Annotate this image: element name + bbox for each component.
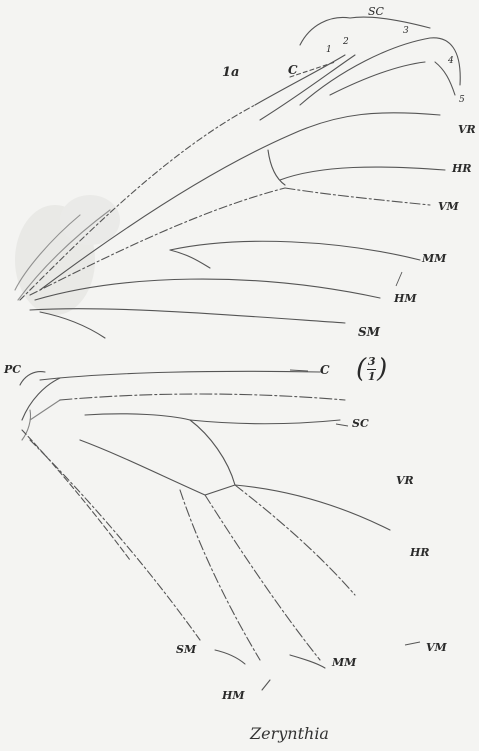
hind-vr-label: VR — [396, 475, 414, 486]
hind-hm-vein — [180, 490, 260, 660]
hind-pc-vein — [22, 378, 60, 420]
fore-sm-label: SM — [358, 326, 380, 338]
fore-sc3-label: 3 — [403, 27, 409, 36]
hind-sc-vein — [60, 394, 345, 400]
fore-anal-vein — [40, 312, 105, 338]
label-leaders — [290, 272, 420, 645]
fore-sc1-label: 1 — [326, 46, 332, 55]
hind-base-lines — [22, 400, 60, 440]
fore-discal-vein — [268, 150, 285, 185]
base-smudge — [15, 195, 120, 315]
fore-sc4-label: 4 — [448, 57, 454, 66]
fore-mm-label: MM — [422, 253, 446, 264]
fore-sc5-label: 5 — [459, 96, 465, 105]
hind-vr-vein — [190, 420, 340, 424]
scale-left-paren: ( — [356, 356, 366, 382]
hind-wing-veins — [20, 371, 390, 690]
hind-vm-vein — [235, 485, 355, 595]
hind-hr-vein — [235, 485, 390, 530]
fore-mm-link — [170, 250, 210, 268]
fore-sc-vein-4 — [330, 62, 425, 95]
hind-cell-upper — [85, 414, 190, 420]
scale-right-paren: ) — [377, 356, 387, 382]
figure-number-label: 1a — [222, 66, 239, 79]
hind-pc-label: PC — [4, 364, 21, 375]
scale-stack: 3 1 — [366, 356, 377, 382]
fore-hr-vein — [280, 167, 445, 180]
fore-sc-vein-3 — [300, 38, 460, 105]
fore-sc2-label: 2 — [343, 38, 349, 47]
hind-costa-vein — [40, 371, 320, 380]
fore-sc-bracket — [300, 17, 430, 45]
fore-vm-label: VM — [438, 201, 459, 212]
fore-mm-vein — [170, 241, 420, 260]
hind-cell-lower — [80, 440, 235, 495]
fore-sc-vein-1 — [255, 55, 345, 105]
fore-sm-vein — [30, 309, 345, 323]
scale-fraction: ( 3 1 ) — [356, 356, 387, 382]
fore-hr-label: HR — [452, 163, 472, 174]
hind-sm-label: SM — [176, 644, 196, 655]
hind-margin-tick — [290, 655, 325, 668]
hind-sc-label: SC — [352, 418, 369, 429]
hind-mm-label: MM — [332, 657, 356, 668]
fore-sc-label: SC — [368, 6, 384, 17]
scale-denominator: 1 — [368, 371, 376, 383]
hind-humeral-vein — [20, 372, 45, 385]
hind-sm-tick — [215, 650, 245, 664]
hind-mm-vein — [205, 495, 320, 660]
fore-vm-vein — [285, 188, 430, 205]
hind-cell-vein — [190, 420, 235, 485]
hind-anal-vein — [22, 430, 130, 560]
fore-c-label: C — [288, 64, 298, 76]
hind-c-label: C — [320, 364, 330, 376]
fore-sc-vein-5 — [435, 62, 455, 95]
hind-hm-tick — [262, 680, 270, 690]
fore-hm-label: HM — [394, 293, 417, 304]
fore-vr-label: VR — [458, 124, 476, 135]
scale-numerator: 3 — [368, 356, 376, 368]
hind-vm-label: VM — [426, 642, 447, 653]
hind-hm-label: HM — [222, 690, 245, 701]
fore-sc-vein-2 — [260, 55, 355, 120]
hind-hr-label: HR — [410, 547, 430, 558]
genus-caption: Zerynthia — [250, 724, 329, 743]
